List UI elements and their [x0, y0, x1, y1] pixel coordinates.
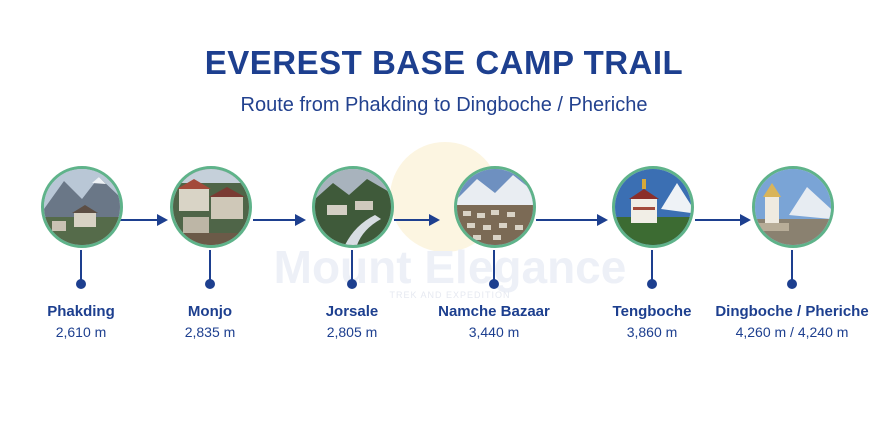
- stop-altitude: 4,260 m / 4,240 m: [735, 324, 849, 340]
- stop-altitude: 2,835 m: [184, 324, 236, 340]
- monjo-photo: [170, 166, 252, 248]
- stop-name: Dingboche / Pheriche: [715, 303, 869, 320]
- jorsale-photo: [312, 166, 394, 248]
- stop-name: Jorsale: [325, 303, 379, 320]
- stop-marker: [347, 279, 357, 289]
- phakding-photo: [41, 166, 123, 248]
- route-arrow: [120, 212, 168, 228]
- stop-altitude: 3,860 m: [626, 324, 678, 340]
- route-arrow: [394, 212, 440, 228]
- route-arrow: [695, 212, 751, 228]
- stop-marker: [205, 279, 215, 289]
- stop-marker: [647, 279, 657, 289]
- stop-marker: [787, 279, 797, 289]
- stop-altitude: 2,610 m: [55, 324, 107, 340]
- page-subtitle: Route from Phakding to Dingboche / Pheri…: [240, 94, 648, 116]
- stop-name: Namche Bazaar: [438, 303, 550, 320]
- stop-name: Phakding: [47, 303, 115, 320]
- stop-name: Tengboche: [612, 303, 692, 320]
- dingboche-pheriche-photo: [752, 166, 834, 248]
- namche-bazaar-photo: [454, 166, 536, 248]
- stop-name: Monjo: [187, 303, 233, 320]
- stop-altitude: 3,440 m: [468, 324, 520, 340]
- route-arrow: [536, 212, 608, 228]
- stop-marker: [489, 279, 499, 289]
- tengboche-photo: [612, 166, 694, 248]
- page-title: EVEREST BASE CAMP TRAIL: [204, 44, 684, 81]
- route-arrow: [253, 212, 306, 228]
- stop-marker: [76, 279, 86, 289]
- stop-altitude: 2,805 m: [326, 324, 378, 340]
